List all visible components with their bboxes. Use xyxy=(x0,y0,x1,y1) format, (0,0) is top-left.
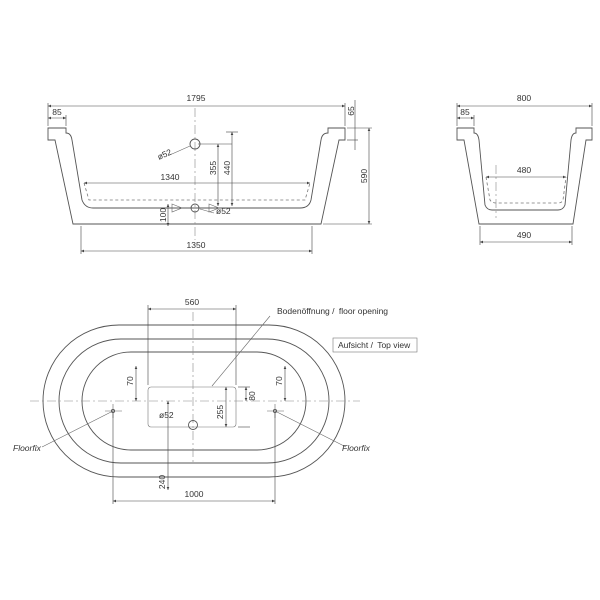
dim-opening-width: 560 xyxy=(185,297,199,307)
dim-foot-offset: 240 xyxy=(157,475,167,489)
dim-inner-top-length: 1340 xyxy=(161,172,180,182)
floorfix-label-left: Floorfix xyxy=(13,443,42,453)
view-label-de: Aufsicht / xyxy=(338,340,374,350)
dim-drain-offset: 80 xyxy=(247,391,257,401)
floorfix-leader-right xyxy=(274,410,347,448)
opening-label-en: floor opening xyxy=(339,306,388,316)
dim-height: 590 xyxy=(359,169,369,183)
end-view: 800 85 480 490 xyxy=(456,93,593,245)
dim-end-rim-width: 85 xyxy=(460,107,470,117)
dim-overflow-height: 440 xyxy=(222,161,232,175)
dim-left-offset: 70 xyxy=(125,376,135,386)
dim-drain-spacing: 355 xyxy=(208,161,218,175)
view-label-box xyxy=(332,337,418,353)
opening-label: Bodenöffnung / floor opening xyxy=(277,306,388,316)
top-drain-symbol xyxy=(188,420,198,430)
drain-symbol xyxy=(190,203,200,213)
overflow-diameter: ø52 xyxy=(156,147,174,162)
dim-width-total: 800 xyxy=(517,93,531,103)
side-view: 1795 85 65 590 1340 1350 355 440 100 xyxy=(47,93,372,254)
dim-inner-width: 480 xyxy=(517,165,531,175)
end-view-inner-bottom xyxy=(485,176,567,204)
drain-leader xyxy=(199,208,215,214)
dim-bottom-length: 1350 xyxy=(187,240,206,250)
end-view-tub-outline xyxy=(456,127,593,225)
drain-pipe xyxy=(171,203,220,213)
top-drain-diameter: ø52 xyxy=(159,410,174,420)
view-label: Aufsicht / Top view xyxy=(338,340,411,350)
view-label-en: Top view xyxy=(377,340,411,350)
floorfix-leader-left xyxy=(41,410,114,448)
dim-rim-height: 65 xyxy=(346,106,356,116)
dim-opening-depth: 255 xyxy=(215,405,225,419)
side-view-tub-outline xyxy=(47,127,346,225)
side-view-inner-bottom xyxy=(83,182,311,201)
overflow-leader xyxy=(171,145,191,155)
opening-leader xyxy=(211,315,271,387)
dim-length-total: 1795 xyxy=(187,93,206,103)
opening-label-de: Bodenöffnung / xyxy=(277,306,335,316)
floor-opening xyxy=(147,386,237,428)
top-view: 560 Bodenöffnung / floor opening Aufsich… xyxy=(13,297,418,504)
dim-foot-spacing: 1000 xyxy=(185,489,204,499)
floorfix-label-right: Floorfix xyxy=(342,443,371,453)
dim-rim-width: 85 xyxy=(52,107,62,117)
floorfix-marker-left xyxy=(105,404,122,418)
drain-diameter: ø52 xyxy=(216,206,231,216)
dim-right-offset: 70 xyxy=(274,376,284,386)
dim-bottom-width: 490 xyxy=(517,230,531,240)
dim-drain-height: 100 xyxy=(158,208,168,222)
